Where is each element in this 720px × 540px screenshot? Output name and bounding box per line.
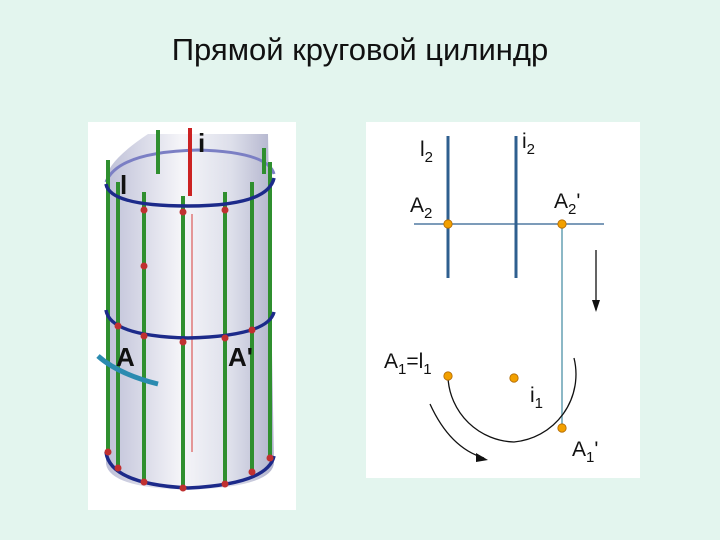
ring-points — [104, 206, 274, 492]
generatrix-label: l — [120, 170, 127, 200]
A1-l1-label: A1=l1 — [384, 350, 432, 378]
rotation-circle-arc — [447, 357, 577, 443]
point-label: A — [116, 342, 135, 372]
arrow-down-icon — [592, 300, 600, 312]
rotation-arrow — [429, 403, 485, 459]
ring-top — [104, 177, 276, 208]
projection-points — [443, 219, 567, 433]
rotation-arc — [96, 354, 159, 387]
point-image-label: A' — [228, 342, 253, 372]
projection-svg: l2 i2 A2 A2' A1=l1 i1 A1' — [384, 130, 604, 466]
cylinder-surface — [106, 134, 274, 490]
A2-label: A2 — [410, 194, 432, 222]
rotation-arrow-icon — [476, 453, 488, 462]
i1-label: i1 — [530, 384, 543, 412]
slide-title: Прямой круговой цилиндр — [171, 32, 549, 67]
A2-prime-label: A2' — [554, 190, 580, 218]
cylinder-3d-figure: i l A A' — [88, 122, 296, 510]
projection-figure: l2 i2 A2 A2' A1=l1 i1 A1' — [366, 122, 640, 478]
axis-label: i — [198, 128, 205, 158]
cylinder-3d-svg: i l A A' — [96, 128, 276, 492]
i2-label: i2 — [522, 130, 535, 158]
ring-middle — [104, 309, 276, 340]
l2-label: l2 — [420, 138, 433, 166]
A1-prime-label: A1' — [572, 438, 598, 466]
